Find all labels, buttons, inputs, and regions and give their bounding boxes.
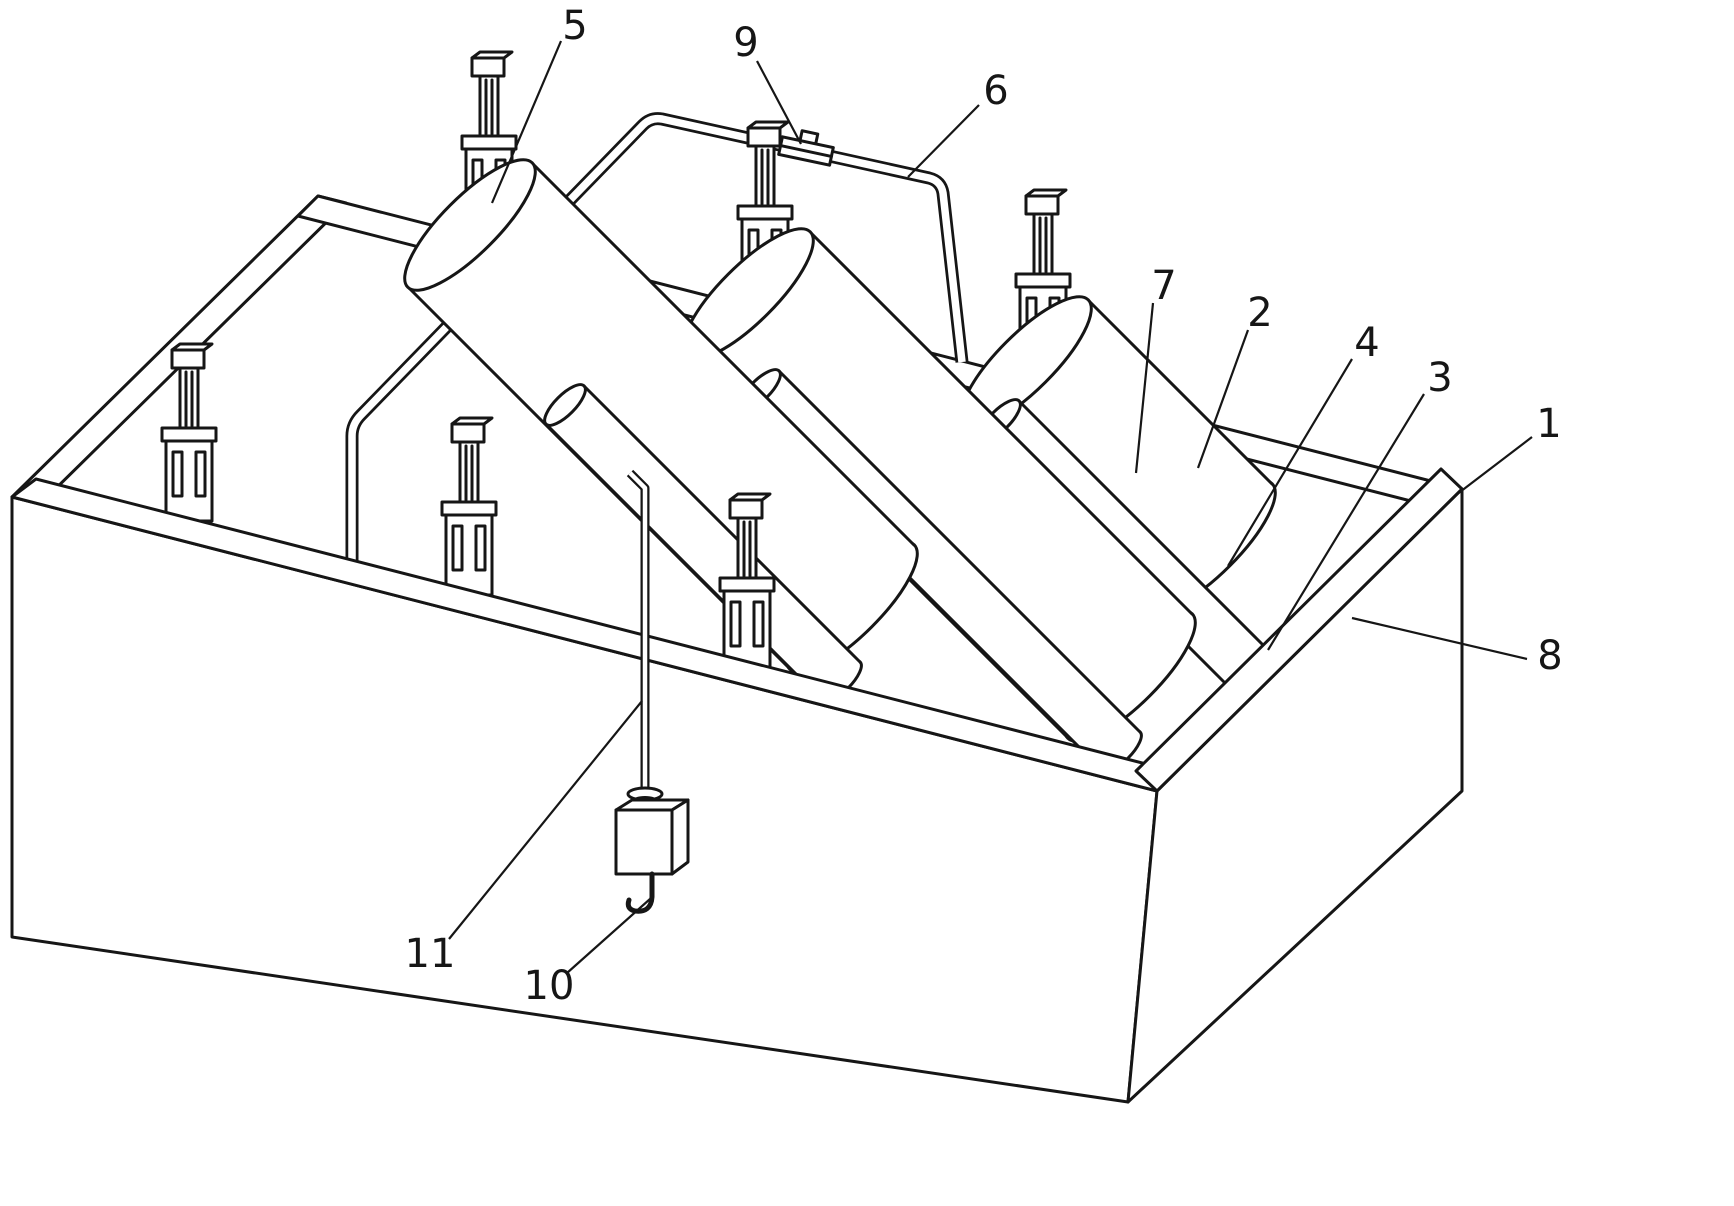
leader-line-5: [490, 40, 563, 204]
rollers: [403, 158, 1277, 773]
leader-line-11: [448, 700, 643, 940]
ref-label-8: 8: [1537, 633, 1563, 679]
leader-line-10: [566, 898, 651, 974]
ref-label-4: 4: [1354, 320, 1380, 366]
roller-thin-1: [543, 383, 863, 703]
ref-label-1: 1: [1536, 401, 1562, 447]
spray-rod-and-nozzle: [614, 469, 690, 914]
leader-line-6: [907, 104, 980, 178]
leader-line-2: [1196, 329, 1250, 469]
leader-line-4: [1227, 358, 1353, 567]
ref-label-6: 6: [983, 68, 1009, 114]
leader-line-9: [756, 60, 802, 145]
tank-front-walls: [10, 467, 1464, 1104]
leader-lines: [448, 40, 1533, 974]
nozzle-box: [614, 798, 690, 876]
ref-label-3: 3: [1427, 355, 1453, 401]
ref-label-2: 2: [1247, 290, 1273, 336]
leader-line-7: [1134, 302, 1155, 474]
leader-line-1: [1455, 436, 1533, 496]
actuator-front-2: [440, 416, 498, 597]
ref-label-11: 11: [404, 931, 456, 977]
leader-line-3: [1267, 393, 1425, 651]
valve-icon: [777, 129, 835, 167]
leader-line-8: [1351, 616, 1528, 661]
ref-label-10: 10: [523, 963, 575, 1009]
ref-label-5: 5: [562, 3, 588, 49]
ref-label-7: 7: [1151, 263, 1177, 309]
ref-label-9: 9: [733, 20, 759, 66]
